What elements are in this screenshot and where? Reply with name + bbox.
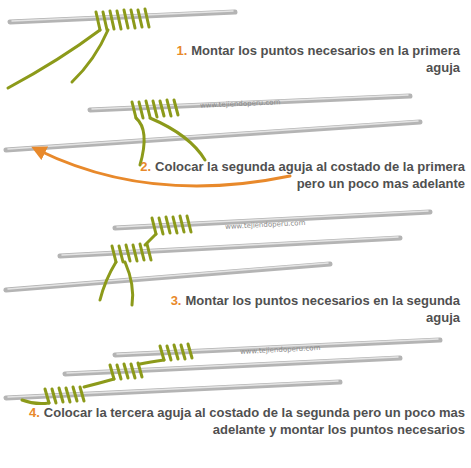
step-number: 3. xyxy=(171,293,182,308)
step-instruction: Montar los puntos necesarios en la segun… xyxy=(185,293,460,325)
step-number: 4. xyxy=(29,405,40,420)
step-caption: 1. Montar los puntos necesarios en la pri… xyxy=(160,42,460,76)
step-number: 1. xyxy=(176,43,187,58)
step-caption: 3.Montar los puntos necesarios en la seg… xyxy=(150,292,460,326)
step-caption: 4. Colocar la tercera aguja al costado de… xyxy=(15,404,465,438)
step-instruction: Colocar la tercera aguja al costado de l… xyxy=(44,405,465,437)
step-instruction: Colocar la segunda aguja al costado de l… xyxy=(155,159,465,191)
step-instruction: Montar los puntos necesarios en la prime… xyxy=(191,43,460,75)
watermark: www.tejiendoperu.com xyxy=(240,344,321,356)
watermark: www.tejiendoperu.com xyxy=(200,98,281,110)
step-number: 2. xyxy=(140,159,151,174)
step-caption: 2. Colocar la segunda aguja al costado de… xyxy=(140,158,465,192)
